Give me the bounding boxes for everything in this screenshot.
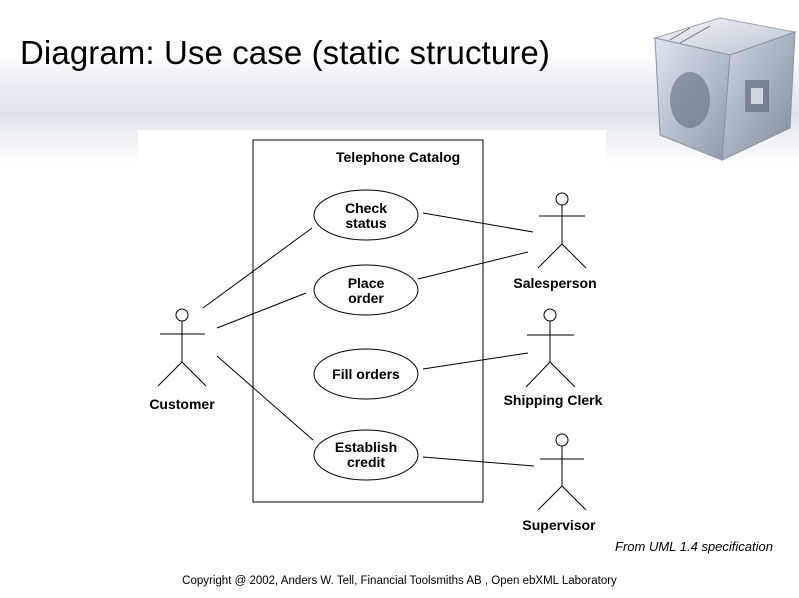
association-line [202, 227, 313, 309]
association-line [422, 352, 529, 370]
actor-customer-label: Customer [149, 396, 215, 412]
system-boundary [252, 139, 484, 503]
association-line [216, 355, 314, 441]
system-name: Telephone Catalog [336, 149, 460, 165]
actor-salesperson-label: Salesperson [513, 275, 596, 291]
use-case-place-order [313, 264, 419, 316]
copyright-footer: Copyright @ 2002, Anders W. Tell, Financ… [182, 575, 617, 587]
use-case-check-status-label: status [345, 215, 386, 231]
association-line [422, 456, 535, 467]
cube-logo-icon [653, 17, 797, 161]
use-case-fill-orders [313, 348, 419, 400]
use-case-establish-credit [313, 429, 419, 481]
association-line [417, 251, 529, 280]
use-case-fill-orders-label: Fill orders [332, 366, 400, 382]
use-case-place-order-label: Place [348, 275, 385, 291]
actor-supervisor-icon [537, 433, 587, 511]
use-case-establish-credit-label: Establish [335, 439, 397, 455]
use-case-check-status [313, 189, 419, 241]
actor-customer-icon [157, 308, 207, 387]
use-case-place-order-label: order [348, 290, 384, 306]
actor-shipping-clerk-label: Shipping Clerk [504, 392, 603, 408]
slide-title: Diagram: Use case (static structure) [20, 34, 550, 71]
associations [202, 212, 535, 467]
use-case-establish-credit-label: credit [347, 454, 385, 470]
actor-shipping-clerk-icon [525, 308, 576, 388]
association-line [216, 292, 307, 329]
source-caption: From UML 1.4 specification [615, 539, 773, 554]
actor-salesperson-icon [537, 192, 587, 269]
actor-supervisor-label: Supervisor [522, 517, 596, 533]
association-line [422, 212, 534, 233]
use-case-check-status-label: Check [345, 200, 387, 216]
